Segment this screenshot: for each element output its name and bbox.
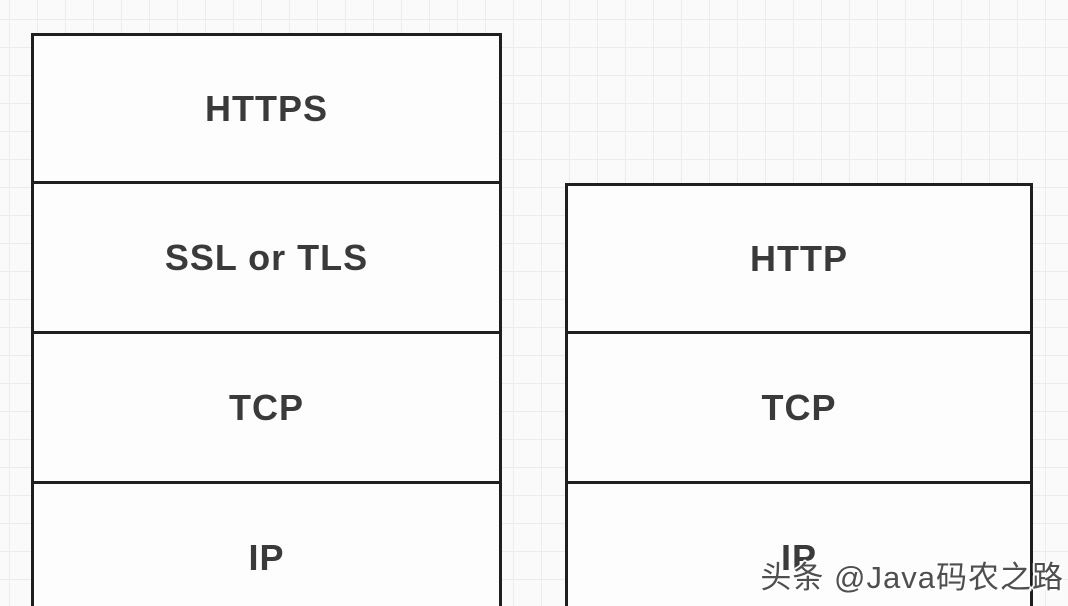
layer-https: HTTPS	[204, 87, 328, 129]
layer-tcp-left: TCP	[34, 331, 499, 481]
layer-ip-left: IP	[34, 481, 499, 606]
layer-tcp-right: TCP	[568, 331, 1030, 481]
layer-http: HTTP	[750, 237, 848, 279]
watermark: 头条 @Java码农之路	[760, 560, 1064, 595]
https-protocol-stack: HTTPS SSL or TLS TCP IP	[31, 33, 502, 606]
http-protocol-stack: HTTP TCP IP	[565, 183, 1033, 606]
layer-ip-right: IP	[568, 481, 1030, 606]
layer-ssl-or-tls: SSL or TLS	[34, 181, 499, 331]
